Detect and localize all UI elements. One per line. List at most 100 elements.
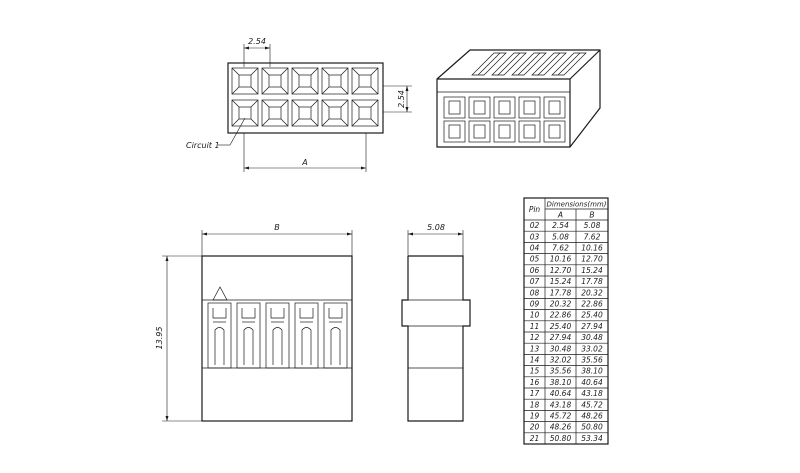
pin-1-triangle-icon: [212, 286, 228, 301]
width-b-dimension: B: [201, 223, 353, 256]
front-contact: [323, 302, 348, 369]
table-cell-b: 5.08: [584, 221, 601, 230]
table-cell-b: 22.86: [581, 299, 603, 308]
table-cell-pin: 03: [530, 232, 540, 241]
table-cell-a: 20.32: [550, 299, 572, 308]
front-contact: [236, 302, 261, 369]
table-cell-b: 53.34: [581, 434, 603, 443]
table-cell-pin: 17: [530, 389, 540, 398]
iso-top-slots: [471, 52, 587, 76]
table-cell-a: 38.10: [550, 378, 572, 387]
width-a-label: A: [301, 158, 307, 167]
iso-front-cell: [518, 96, 541, 119]
table-cell-b: 25.40: [581, 311, 603, 320]
top-cavity: [291, 67, 319, 95]
table-cell-pin: 11: [530, 322, 540, 331]
table-cell-a: 17.78: [550, 288, 572, 297]
front-view-outline: [201, 255, 353, 422]
circuit-1-label: Circuit 1: [186, 141, 220, 150]
table-cell-a: 15.24: [550, 277, 572, 286]
table-cell-a: 27.94: [550, 333, 572, 342]
table-cell-a: 30.48: [550, 344, 572, 353]
table-cell-pin: 16: [530, 378, 540, 387]
top-cavity: [261, 67, 289, 95]
table-cell-pin: 02: [530, 221, 540, 230]
table-cell-a: 48.26: [550, 423, 572, 432]
table-cell-a: 43.18: [550, 400, 572, 409]
table-cell-b: 33.02: [581, 344, 603, 353]
top-cavity: [321, 99, 349, 127]
top-cavity: [321, 67, 349, 95]
table-cell-pin: 14: [530, 355, 540, 364]
side-width-dimension: 5.08: [407, 223, 464, 256]
iso-front-cell: [443, 96, 466, 119]
table-cell-a: 40.64: [550, 389, 572, 398]
width-a-dimension: A: [243, 133, 367, 172]
table-cell-b: 30.48: [581, 333, 603, 342]
table-header-b: B: [589, 211, 594, 220]
front-contact: [294, 302, 319, 369]
table-cell-a: 50.80: [550, 434, 572, 443]
table-cell-pin: 13: [530, 344, 540, 353]
table-cell-pin: 07: [530, 277, 540, 286]
table-cell-pin: 12: [530, 333, 540, 342]
table-cell-pin: 19: [530, 411, 540, 420]
iso-top-slot: [511, 52, 547, 76]
table-cell-b: 35.56: [581, 355, 603, 364]
top-cavity: [231, 67, 259, 95]
side-view-outline: [401, 255, 471, 422]
table-cell-a: 12.70: [550, 266, 572, 275]
side-width-label: 5.08: [427, 223, 445, 232]
table-header-pin: Pin: [529, 205, 541, 214]
iso-front-cell: [543, 96, 566, 119]
table-cell-a: 32.02: [550, 355, 572, 364]
height-dimension: 13.95: [155, 255, 202, 422]
table-cell-b: 45.72: [581, 400, 603, 409]
iso-front-cell: [543, 120, 566, 143]
table-header-a: A: [557, 211, 563, 220]
table-cell-b: 40.64: [581, 378, 603, 387]
pitch-x-dimension: 2.54: [243, 37, 271, 67]
table-cell-b: 50.80: [581, 423, 603, 432]
height-label: 13.95: [155, 327, 164, 350]
pitch-y-dimension: 2.54: [383, 85, 412, 113]
iso-top-slot: [491, 52, 527, 76]
iso-outline: [436, 49, 601, 148]
table-cell-b: 15.24: [581, 266, 603, 275]
table-cell-pin: 05: [530, 255, 540, 264]
top-view: 2.54 2.54 A Circuit 1: [186, 37, 412, 172]
table-cell-b: 38.10: [581, 367, 603, 376]
table-cell-a: 10.16: [550, 255, 572, 264]
table-cell-b: 48.26: [581, 411, 603, 420]
front-view: B 13.95: [155, 223, 353, 422]
front-view-contacts: [207, 302, 348, 369]
pitch-y-label: 2.54: [397, 90, 406, 108]
width-b-label: B: [274, 223, 280, 232]
table-cell-pin: 04: [530, 243, 540, 252]
top-cavity: [231, 99, 259, 127]
iso-front-cell: [468, 120, 491, 143]
top-cavity: [261, 99, 289, 127]
table-cell-a: 35.56: [550, 367, 572, 376]
iso-front-cell: [468, 96, 491, 119]
pitch-x-label: 2.54: [248, 37, 266, 46]
table-cell-b: 20.32: [581, 288, 603, 297]
table-cell-pin: 06: [530, 266, 540, 275]
table-cell-a: 25.40: [550, 322, 572, 331]
top-cavity: [291, 99, 319, 127]
top-view-outline: [227, 62, 384, 134]
table-cell-pin: 08: [530, 288, 540, 297]
front-contact: [207, 302, 232, 369]
table-cell-pin: 09: [530, 299, 540, 308]
isometric-view: [436, 49, 601, 148]
iso-front-cells: [443, 96, 566, 143]
top-view-cells: [231, 67, 379, 127]
table-header-dimensions: Dimensions(mm): [547, 201, 607, 209]
table-cell-pin: 15: [530, 367, 540, 376]
iso-front-cell: [518, 120, 541, 143]
table-cell-pin: 18: [530, 400, 540, 409]
table-cell-a: 5.08: [552, 232, 569, 241]
table-cell-pin: 21: [530, 434, 540, 443]
